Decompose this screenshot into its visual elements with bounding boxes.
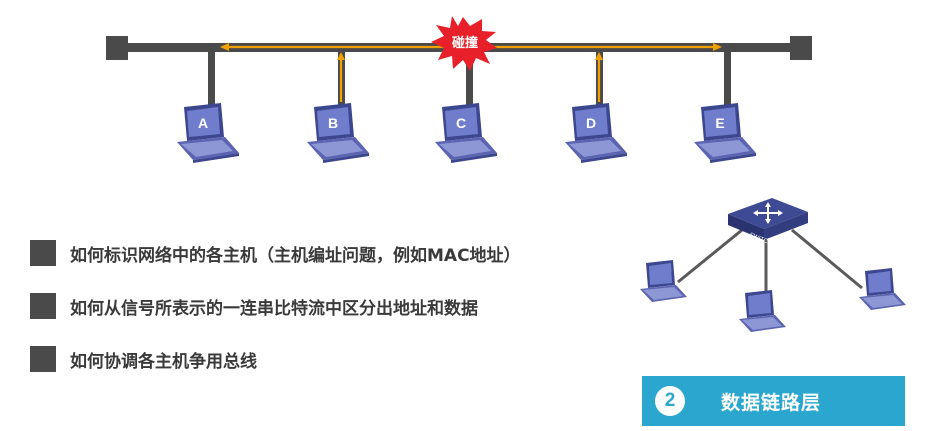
- host-c: C: [435, 103, 497, 163]
- laptop-icon: [739, 290, 786, 332]
- layer-banner: 2 数据链路层: [642, 376, 905, 426]
- bus-terminator-left: [106, 36, 128, 60]
- bus-terminator-right: [790, 36, 812, 60]
- host-label: E: [715, 115, 724, 131]
- laptop-icon: [565, 103, 627, 163]
- bullet-square-icon: [30, 346, 56, 372]
- bullet-text: 如何从信号所表示的一连串比特流中区分出地址和数据: [70, 298, 478, 319]
- bullet-item: 如何协调各主机争用总线: [30, 346, 257, 372]
- host-label: A: [198, 115, 208, 131]
- host-label: C: [456, 115, 466, 131]
- layer-title: 数据链路层: [721, 391, 822, 414]
- host-b: B: [307, 103, 369, 163]
- bullet-item: 如何从信号所表示的一连串比特流中区分出地址和数据: [30, 293, 478, 319]
- bullet-item: 如何标识网络中的各主机（主机编址问题，例如MAC地址）: [30, 240, 521, 266]
- laptop-icon: [307, 103, 369, 163]
- laptop-icon: [177, 103, 239, 163]
- switch-links: [677, 228, 863, 300]
- bullet-text: 如何标识网络中的各主机（主机编址问题，例如MAC地址）: [70, 245, 521, 266]
- laptop-icon: [859, 268, 906, 310]
- host-d: D: [565, 103, 627, 163]
- host-e: E: [694, 103, 756, 163]
- switch-topology: SWITCH: [640, 198, 906, 332]
- collision-label: 碰撞: [452, 35, 478, 51]
- bullet-square-icon: [30, 293, 56, 319]
- bullet-square-icon: [30, 240, 56, 266]
- laptop-icon: [435, 103, 497, 163]
- layer-number-badge: 2: [655, 386, 685, 416]
- host-a: A: [177, 103, 239, 163]
- host-label: D: [586, 115, 596, 131]
- switch-icon: SWITCH: [728, 198, 808, 247]
- laptop-icon: [694, 103, 756, 163]
- bullet-text: 如何协调各主机争用总线: [70, 351, 257, 372]
- host-label: B: [328, 115, 338, 131]
- collision-burst: 碰撞: [431, 16, 497, 71]
